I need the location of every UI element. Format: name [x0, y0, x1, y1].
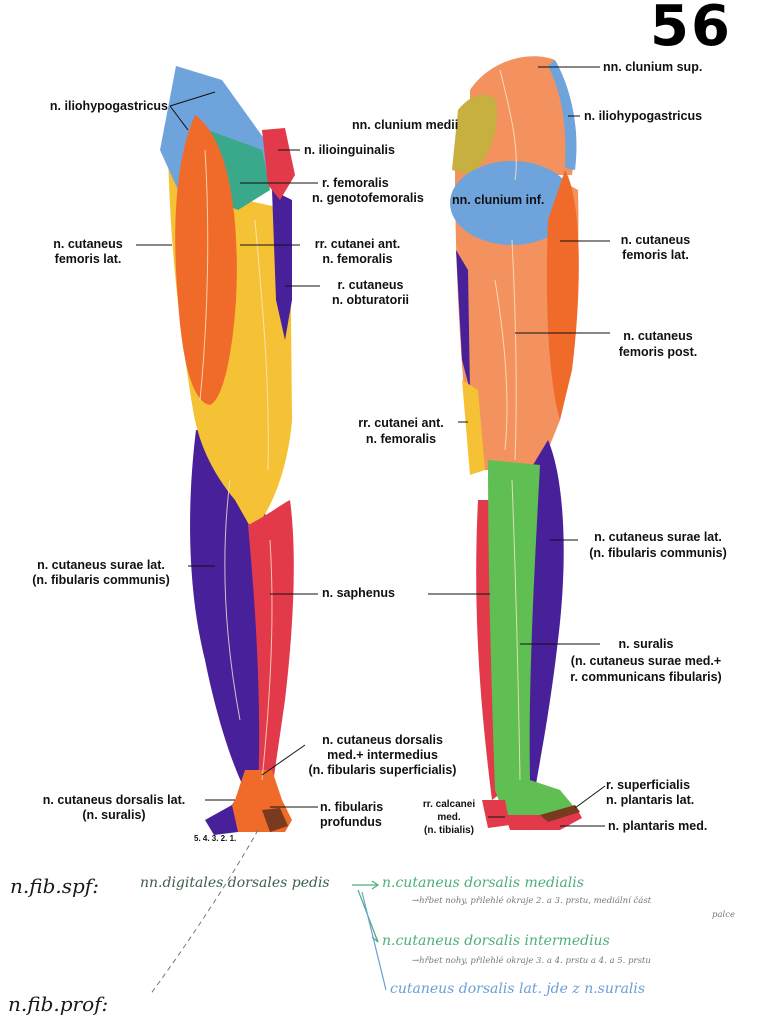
region-cut-fem-lat-posterior — [546, 170, 579, 420]
note-medialis-detail-1: →hřbet nohy, přilehlé okraje 2. a 3. prs… — [412, 896, 652, 906]
label-clunium-sup: nn. clunium sup. — [603, 60, 703, 74]
label-surae-lat-posterior-1: n. cutaneus surae lat. — [594, 530, 722, 544]
label-surae-lat-anterior-2: (n. fibularis communis) — [32, 573, 170, 587]
region-cut-fem-lat-anterior — [175, 115, 237, 405]
label-saphenus-anterior: n. saphenus — [322, 586, 395, 600]
toe-numbers: 5. 4. 3. 2. 1. — [194, 834, 237, 843]
label-suralis-1: n. suralis — [618, 637, 674, 651]
label-iliohypogastricus-posterior: n. iliohypogastricus — [584, 109, 703, 123]
region-clunium-medii-posterior — [452, 94, 497, 175]
label-superficialis-2: n. plantaris lat. — [606, 793, 695, 807]
label-calcanei-1: rr. calcanei — [422, 799, 476, 810]
note-intermedius-detail: →hřbet nohy, přilehlé okraje 3. a 4. prs… — [412, 956, 651, 966]
note-digitales: nn.digitales dorsales pedis — [140, 875, 330, 891]
label-genitofemoralis-anterior: n. genotofemoralis — [312, 191, 424, 205]
label-cut-fem-lat-anterior-2: femoris lat. — [54, 252, 122, 266]
label-calcanei-3: (n. tibialis) — [424, 825, 474, 836]
label-suralis-3: r. communicans fibularis) — [570, 670, 722, 684]
label-cut-fem-lat-posterior-1: n. cutaneus — [620, 233, 691, 247]
region-iliohypogastricus-posterior — [548, 60, 577, 170]
region-fib-prof-anterior — [262, 808, 288, 832]
label-obturatorii-anterior-1: r. cutaneus — [337, 278, 404, 292]
label-cutanei-ant-anterior-1: rr. cutanei ant. — [314, 237, 401, 251]
region-clunium-inf-posterior — [450, 161, 574, 245]
region-superficialis-posterior — [540, 805, 580, 822]
label-clunium-medii: nn. clunium medii — [352, 118, 459, 132]
region-obturatorii-anterior — [272, 190, 292, 340]
label-fib-prof-anterior-2: profundus — [320, 815, 382, 829]
label-cut-fem-post-1: n. cutaneus — [623, 329, 693, 343]
posterior-leg — [450, 56, 582, 830]
region-cutanei-ant-posterior — [462, 380, 485, 475]
handwritten-connectors — [149, 829, 387, 996]
label-clunium-inf: nn. clunium inf. — [452, 193, 545, 207]
label-cut-fem-lat-posterior-2: femoris lat. — [622, 248, 689, 262]
note-dorsalis-medialis: n.cutaneus dorsalis medialis — [382, 875, 584, 891]
label-cut-fem-lat-anterior-1: n. cutaneus — [53, 237, 123, 251]
note-nfib-spf: n.fib.spf: — [10, 874, 99, 898]
label-dorsalis-med-anterior-3: (n. fibularis superficialis) — [308, 763, 457, 777]
note-nfib-prof: n.fib.prof: — [8, 992, 109, 1016]
label-fib-prof-anterior-1: n. fibularis — [320, 800, 384, 814]
label-suralis-2: (n. cutaneus surae med.+ — [570, 654, 722, 668]
label-dorsalis-lat-anterior-2: (n. suralis) — [82, 808, 146, 822]
region-obturatorii-posterior — [456, 250, 470, 390]
label-calcanei-2: med. — [437, 812, 461, 823]
label-superficialis-1: r. superficialis — [606, 778, 691, 792]
label-ilioinguinalis-anterior: n. ilioinguinalis — [304, 143, 395, 157]
region-suralis-posterior — [488, 460, 575, 818]
region-calcanei-posterior — [482, 800, 510, 828]
region-dorsalis-lat-anterior — [205, 805, 238, 835]
leader-lines — [136, 66, 610, 827]
label-iliohypogastricus-anterior: n. iliohypogastricus — [49, 99, 168, 113]
label-plantaris-med: n. plantaris med. — [608, 819, 708, 833]
anterior-leg — [160, 66, 295, 835]
page-number: 56 — [650, 0, 732, 59]
note-dorsalis-lat: cutaneus dorsalis lat. jde z n.suralis — [390, 981, 646, 997]
label-dorsalis-med-anterior-2: med.+ intermedius — [327, 748, 438, 762]
label-cutanei-ant-anterior-2: n. femoralis — [322, 252, 393, 266]
label-cut-fem-post-2: femoris post. — [618, 345, 698, 359]
label-femoralis-anterior: r. femoralis — [322, 176, 389, 190]
label-surae-lat-posterior-2: (n. fibularis communis) — [589, 546, 727, 560]
label-dorsalis-med-anterior-1: n. cutaneus dorsalis — [322, 733, 443, 747]
region-clunium-sup-posterior — [470, 56, 575, 175]
label-obturatorii-anterior-2: n. obturatorii — [331, 293, 410, 307]
label-dorsalis-lat-anterior-1: n. cutaneus dorsalis lat. — [42, 793, 186, 807]
note-medialis-detail-2: palce — [712, 910, 736, 920]
note-dorsalis-intermedius: n.cutaneus dorsalis intermedius — [382, 933, 610, 949]
region-ilioinguinalis-anterior — [262, 128, 295, 200]
label-cutanei-ant-posterior-2: n. femoralis — [365, 432, 437, 446]
label-surae-lat-anterior-1: n. cutaneus surae lat. — [37, 558, 165, 572]
label-cutanei-ant-posterior-1: rr. cutanei ant. — [358, 416, 444, 430]
